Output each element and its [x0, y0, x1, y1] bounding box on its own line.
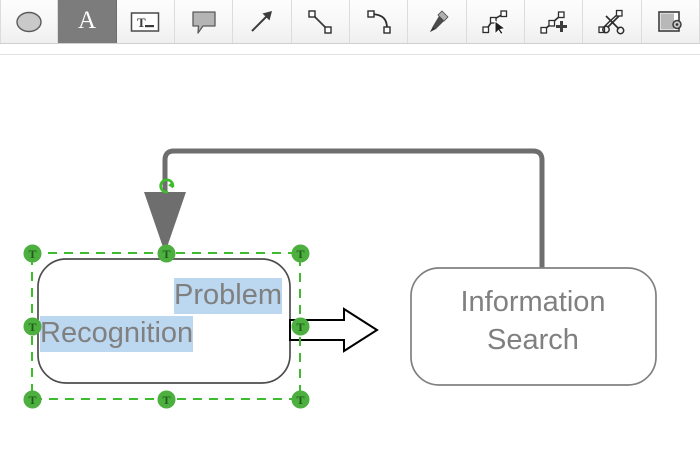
text-a-icon: A — [77, 7, 97, 34]
node-label-information-search[interactable]: Information Search — [410, 283, 656, 359]
tool-button-curve[interactable] — [350, 0, 409, 43]
tool-button-pen[interactable] — [408, 0, 467, 43]
node-label-line-2: Recognition — [40, 316, 194, 352]
connector-feedback-loop[interactable] — [144, 148, 545, 268]
line-segment-icon — [306, 9, 334, 35]
toolbar-underline-strip — [0, 44, 700, 55]
svg-text:T: T — [296, 393, 304, 407]
callout-icon — [189, 9, 219, 35]
node-label-line-1: Information — [460, 286, 606, 318]
curve-icon — [365, 9, 393, 35]
tool-button-callout[interactable] — [175, 0, 234, 43]
ellipse-icon — [14, 10, 44, 34]
tool-button-ellipse[interactable] — [0, 0, 59, 43]
flowchart-canvas[interactable]: Problem Recognition Information Search T… — [0, 55, 700, 466]
svg-text:T: T — [28, 247, 36, 261]
node-label-line-1: Problem — [174, 278, 282, 314]
svg-text:T: T — [162, 247, 170, 261]
svg-text:T: T — [162, 393, 170, 407]
tool-button-cut-path[interactable] — [583, 0, 642, 43]
tool-button-text[interactable]: A — [58, 0, 117, 43]
tool-button-arrow[interactable] — [233, 0, 292, 43]
diagram-vector-layer — [31, 148, 657, 400]
arrow-icon — [248, 9, 276, 35]
node-label-problem-recognition[interactable]: Problem Recognition — [36, 276, 292, 352]
drawing-tools-toolbar: A T — [0, 0, 700, 44]
svg-text:T: T — [28, 320, 36, 334]
tool-button-shape-fill[interactable] — [642, 0, 700, 43]
selection-handle-bottom-right[interactable]: T — [291, 390, 310, 409]
svg-text:T: T — [296, 247, 304, 261]
add-node-icon — [539, 8, 569, 36]
rotate-handle-icon[interactable] — [156, 175, 178, 197]
selection-handle-top-left[interactable]: T — [23, 244, 42, 263]
scissors-cut-icon — [597, 8, 627, 36]
tool-button-edit-node[interactable] — [467, 0, 525, 43]
svg-text:T: T — [137, 15, 146, 30]
svg-text:T: T — [296, 320, 304, 334]
shape-fill-icon — [655, 9, 685, 35]
selection-handle-middle-right[interactable]: T — [291, 317, 310, 336]
edit-node-icon — [480, 8, 510, 36]
node-information-search-shape[interactable] — [410, 267, 657, 386]
tool-button-line[interactable] — [292, 0, 350, 43]
selection-handle-bottom-center[interactable]: T — [157, 390, 176, 409]
tool-button-add-node[interactable] — [525, 0, 584, 43]
selection-handle-top-right[interactable]: T — [291, 244, 310, 263]
selection-handle-top-center[interactable]: T — [157, 244, 176, 263]
tool-button-text-box[interactable]: T — [117, 0, 175, 43]
pen-nib-icon — [422, 8, 452, 36]
selection-handle-middle-left[interactable]: T — [23, 317, 42, 336]
svg-text:T: T — [28, 393, 36, 407]
selection-handle-bottom-left[interactable]: T — [23, 390, 42, 409]
text-box-icon: T — [129, 10, 161, 34]
node-label-line-2: Search — [487, 324, 579, 356]
